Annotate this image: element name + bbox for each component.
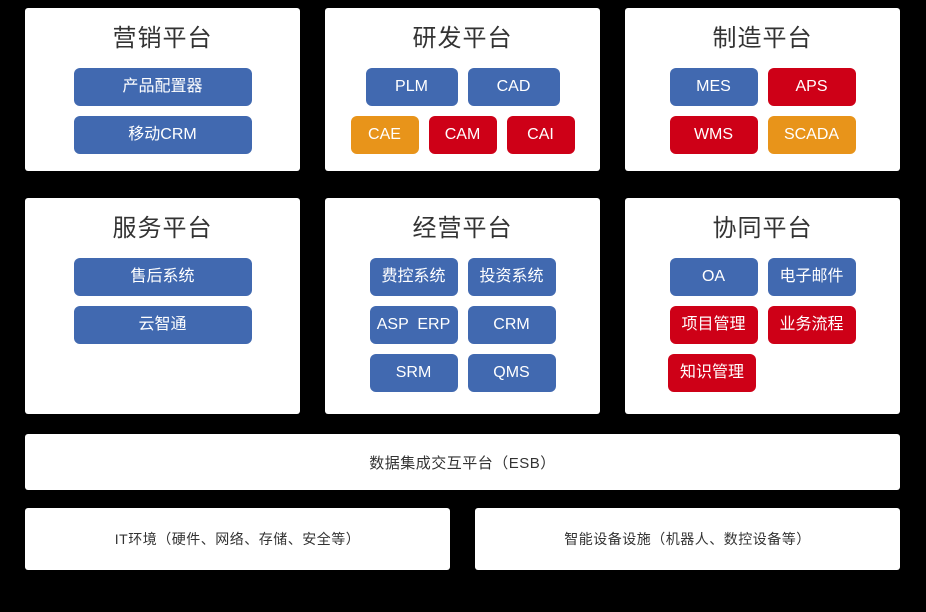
chip-project-management[interactable]: 项目管理 [669,306,758,344]
bar-label: IT环境（硬件、网络、存储、安全等） [114,531,361,547]
panel-rd[interactable]: 研发平台 PLM CAD CAE CAM CAI [325,8,600,171]
chip-cai[interactable]: CAI [506,116,575,154]
chip-aps[interactable]: APS [767,68,856,106]
chip-row: MES APS [669,68,856,106]
chip-container: 售后系统 云智通 [25,258,300,344]
bar-smart-equipment[interactable]: 智能设备设施（机器人、数控设备等） [475,508,900,570]
panel-title: 经营平台 [412,215,513,242]
panel-title: 制造平台 [712,25,813,52]
chip-row: 售后系统 [73,258,252,296]
chip-row: 产品配置器 [73,68,252,106]
chip-mobile-crm[interactable]: 移动CRM [73,116,252,154]
chip-investment-system[interactable]: 投资系统 [467,258,556,296]
panel-title: 服务平台 [112,215,213,242]
chip-container: 费控系统 投资系统 ASP ERP CRM SRM QMS [325,258,600,392]
chip-row: 移动CRM [73,116,252,154]
chip-row: 费控系统 投资系统 [369,258,556,296]
chip-plm[interactable]: PLM [365,68,458,106]
chip-wms[interactable]: WMS [669,116,758,154]
chip-row: OA 电子邮件 [669,258,856,296]
chip-row: ASP ERP CRM [369,306,556,344]
panel-service[interactable]: 服务平台 售后系统 云智通 [25,198,300,414]
chip-knowledge-management[interactable]: 知识管理 [668,354,756,392]
chip-row: PLM CAD [365,68,560,106]
bar-it-environment[interactable]: IT环境（硬件、网络、存储、安全等） [25,508,450,570]
chip-row: CAE CAM CAI [350,116,575,154]
panel-collab[interactable]: 协同平台 OA 电子邮件 项目管理 业务流程 知识管理 [625,198,900,414]
chip-row: 云智通 [73,306,252,344]
panel-title: 研发平台 [412,25,513,52]
chip-container: MES APS WMS SCADA [625,68,900,154]
chip-mes[interactable]: MES [669,68,758,106]
chip-business-process[interactable]: 业务流程 [767,306,856,344]
panel-title: 协同平台 [712,215,813,242]
chip-row: 项目管理 业务流程 [669,306,856,344]
bar-label: 数据集成交互平台（ESB） [369,454,556,472]
chip-after-sales-system[interactable]: 售后系统 [73,258,252,296]
chip-oa[interactable]: OA [669,258,758,296]
bar-data-integration-esb[interactable]: 数据集成交互平台（ESB） [25,434,900,490]
chip-product-configurator[interactable]: 产品配置器 [73,68,252,106]
chip-container: OA 电子邮件 项目管理 业务流程 知识管理 [625,258,900,392]
chip-scada[interactable]: SCADA [767,116,856,154]
chip-expense-control-system[interactable]: 费控系统 [369,258,458,296]
chip-qms[interactable]: QMS [467,354,556,392]
panel-marketing[interactable]: 营销平台 产品配置器 移动CRM [25,8,300,171]
panel-title: 营销平台 [112,25,213,52]
chip-srm[interactable]: SRM [369,354,458,392]
chip-row: SRM QMS [369,354,556,392]
chip-cam[interactable]: CAM [428,116,497,154]
chip-email[interactable]: 电子邮件 [767,258,856,296]
chip-crm[interactable]: CRM [467,306,556,344]
chip-container: 产品配置器 移动CRM [25,68,300,154]
panel-manufacture[interactable]: 制造平台 MES APS WMS SCADA [625,8,900,171]
chip-cad[interactable]: CAD [467,68,560,106]
chip-asp-erp[interactable]: ASP ERP [369,306,458,344]
chip-cae[interactable]: CAE [350,116,419,154]
chip-row: 知识管理 [625,354,900,392]
panel-operation[interactable]: 经营平台 费控系统 投资系统 ASP ERP CRM SRM QMS [325,198,600,414]
chip-row: WMS SCADA [669,116,856,154]
bar-label: 智能设备设施（机器人、数控设备等） [564,531,811,547]
chip-container: PLM CAD CAE CAM CAI [325,68,600,154]
chip-yunzhitong[interactable]: 云智通 [73,306,252,344]
